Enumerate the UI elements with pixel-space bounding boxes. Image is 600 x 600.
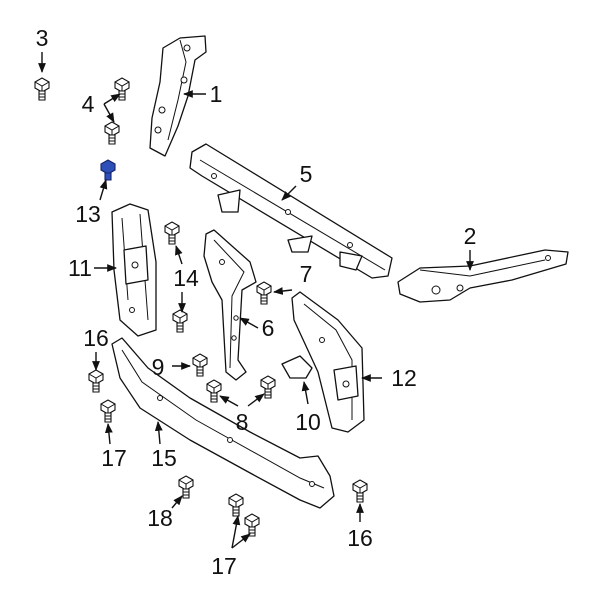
bolt-part-16-left <box>88 369 104 393</box>
callout-5: 5 <box>300 161 313 187</box>
bolt-part-14-lower <box>172 309 188 333</box>
part-2-side-bracket <box>397 249 569 303</box>
bolt-part-17-left <box>100 399 116 423</box>
bolt-part-3 <box>34 77 50 101</box>
callout-13: 13 <box>75 201 101 227</box>
callout-10: 10 <box>295 409 321 435</box>
bolt-part-17-lower-a <box>228 493 244 517</box>
part-10-clip <box>281 355 313 379</box>
callout-2: 2 <box>464 223 477 249</box>
bolt-part-4-upper <box>114 77 130 101</box>
callout-1: 1 <box>210 81 223 107</box>
bolt-part-13-highlighted <box>100 159 116 181</box>
callout-17-bottom: 17 <box>211 553 237 579</box>
callout-9: 9 <box>152 354 165 380</box>
part-6-center-bracket <box>203 229 257 381</box>
callout-11: 11 <box>68 255 92 281</box>
bolt-part-8-left <box>206 379 222 403</box>
leader-arrows <box>38 52 474 549</box>
callout-4: 4 <box>82 91 95 117</box>
callout-16-left: 16 <box>83 325 109 351</box>
callout-8: 8 <box>236 409 249 435</box>
callout-labels: 3 1 4 13 5 2 11 14 7 6 16 9 12 8 10 17 1… <box>36 25 477 579</box>
part-15-lower-tie-bar <box>111 337 335 509</box>
callout-17-left: 17 <box>101 445 127 471</box>
callout-6: 6 <box>262 315 275 341</box>
callout-15: 15 <box>151 445 177 471</box>
part-1-upper-bracket <box>149 35 207 157</box>
bolt-part-17-lower-b <box>244 513 260 537</box>
bolt-part-16-right <box>352 479 368 503</box>
bolt-part-4-lower <box>104 121 120 145</box>
callout-18: 18 <box>147 505 173 531</box>
part-12-right-panel <box>291 291 365 433</box>
bolt-part-7 <box>256 281 272 305</box>
bolt-part-18 <box>178 475 194 499</box>
callout-14: 14 <box>173 265 199 291</box>
callout-3: 3 <box>36 25 49 51</box>
callout-12: 12 <box>391 365 417 391</box>
part-11-left-panel <box>111 203 157 337</box>
part-5-upper-tie-bar <box>189 143 393 279</box>
callout-16-right: 16 <box>347 525 373 551</box>
bolt-part-9 <box>192 353 208 377</box>
bolt-part-14-upper <box>164 221 180 245</box>
callout-7: 7 <box>300 261 313 287</box>
